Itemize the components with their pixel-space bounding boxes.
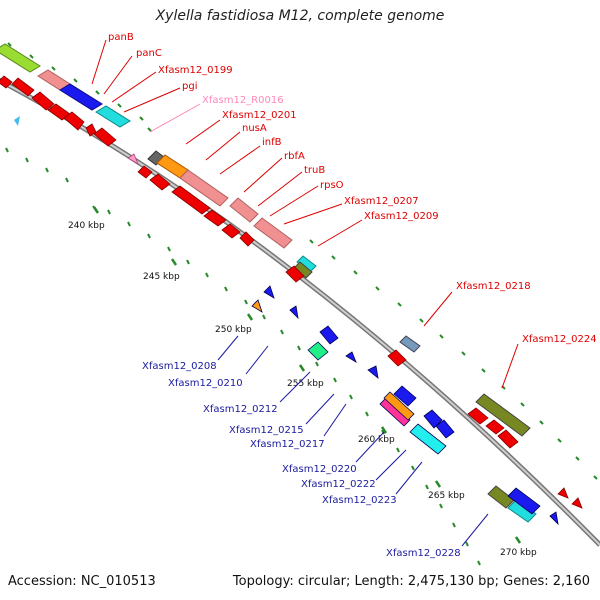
cog-band-upper (0, 43, 537, 523)
gene-arrow (285, 265, 305, 283)
gene-label-rbfA: rbfA (284, 151, 305, 162)
rna-feature (127, 153, 139, 165)
gene-label-Xfasm12-0212: Xfasm12_0212 (203, 404, 278, 415)
gene-label-Xfasm12-0228: Xfasm12_0228 (386, 548, 461, 559)
gene-label-panB: panB (108, 32, 134, 43)
cog-block-cyan-3 (507, 499, 537, 523)
gene-label-pgi: pgi (182, 81, 197, 92)
gene-label-Xfasm12-0218: Xfasm12_0218 (456, 281, 531, 292)
gene-arrow (423, 409, 443, 429)
bottom-strand-labels: Xfasm12_0208 Xfasm12_0210 Xfasm12_0212 X… (142, 361, 461, 559)
gene-arrow (497, 429, 519, 449)
scale-label-265: 265 kbp (428, 491, 465, 501)
forward-genes (0, 75, 583, 509)
gene-arrow (467, 407, 489, 425)
cog-block-steel (399, 335, 421, 353)
cog-block-olive-2 (475, 393, 531, 437)
gene-label-Xfasm12-0224: Xfasm12_0224 (522, 334, 597, 345)
gene-label-Xfasm12-0209: Xfasm12_0209 (364, 211, 439, 222)
gene-arrow (571, 497, 583, 509)
gene-label-panC: panC (136, 48, 162, 59)
cog-block-cyan (95, 105, 131, 128)
cog-block-salmon-long (179, 169, 229, 207)
gene-arrow (221, 223, 241, 239)
gene-arrow (485, 419, 505, 435)
gene-arrow (137, 165, 153, 179)
gene-arrow (171, 185, 211, 215)
gene-arrow (387, 349, 407, 367)
gene-arrow (507, 487, 541, 515)
gene-arrow (379, 397, 411, 427)
tick-ring-outer (7, 42, 598, 480)
gene-arrow (409, 423, 447, 455)
scale-label-245: 245 kbp (143, 272, 180, 282)
accession-text: Accession: NC_010513 (8, 574, 156, 589)
cog-block-blue (59, 83, 103, 111)
leader-line-rna (149, 103, 201, 133)
gene-label-rpsO: rpsO (320, 180, 344, 191)
gene-label-Xfasm12-0208: Xfasm12_0208 (142, 361, 217, 372)
gene-arrow (63, 111, 85, 131)
gene-arrow (251, 299, 263, 313)
top-strand-labels: panB panC Xfasm12_0199 pgi Xfasm12_R0016… (108, 32, 597, 345)
gene-arrow (393, 385, 417, 407)
gene-arrow (11, 77, 35, 97)
gene-arrow (93, 127, 117, 147)
map-title: Xylella fastidiosa M12, complete genome (155, 8, 445, 24)
gene-label-Xfasm12-0201: Xfasm12_0201 (222, 110, 297, 121)
kbp-ticks (92, 206, 522, 544)
gene-label-Xfasm12-0210: Xfasm12_0210 (168, 378, 243, 389)
tick-ring-inner (5, 147, 481, 566)
gene-arrow (289, 305, 299, 320)
gene-arrow (345, 351, 357, 363)
gene-label-Xfasm12-0207: Xfasm12_0207 (344, 196, 419, 207)
gene-arrow (319, 325, 339, 345)
leader-lines-top (91, 39, 519, 389)
cog-block-salmon-2 (229, 197, 259, 223)
gene-arrow (549, 511, 559, 526)
gene-label-infB: infB (262, 137, 282, 148)
gene-arrow (0, 75, 13, 89)
scale-label-250: 250 kbp (215, 325, 252, 335)
gene-arrow (31, 91, 55, 111)
gene-arrow (149, 173, 171, 191)
scale-label-255: 255 kbp (287, 379, 324, 389)
gene-label-Xfasm12-0199: Xfasm12_0199 (158, 65, 233, 76)
gene-label-Xfasm12-0220: Xfasm12_0220 (282, 464, 357, 475)
gene-arrow (367, 365, 379, 379)
gene-label-truB: truB (304, 165, 325, 176)
gene-label-Xfasm12-0215: Xfasm12_0215 (229, 425, 304, 436)
gene-label-Xfasm12-0223: Xfasm12_0223 (322, 495, 397, 506)
gene-arrow (263, 285, 275, 299)
gene-label-Xfasm12-0217: Xfasm12_0217 (250, 439, 325, 450)
scale-label-270: 270 kbp (500, 548, 537, 558)
gene-arrow (435, 419, 455, 439)
gene-label-nusA: nusA (242, 123, 267, 134)
misc-feature-light-blue (14, 116, 20, 126)
scale-label-240: 240 kbp (68, 221, 105, 231)
gene-label-Xfasm12-R0016: Xfasm12_R0016 (202, 95, 284, 106)
gene-arrow (239, 231, 255, 247)
reverse-genes (251, 285, 559, 526)
leader-lines-bottom (217, 335, 489, 547)
gene-arrow (383, 391, 415, 421)
genome-summary-text: Topology: circular; Length: 2,475,130 bp… (232, 574, 590, 589)
gene-arrow (307, 341, 329, 361)
cog-block-green (0, 43, 41, 73)
cog-block-salmon-3 (253, 217, 293, 249)
gene-label-Xfasm12-0222: Xfasm12_0222 (301, 479, 376, 490)
gene-arrow (203, 209, 227, 227)
gene-arrow (557, 487, 569, 499)
